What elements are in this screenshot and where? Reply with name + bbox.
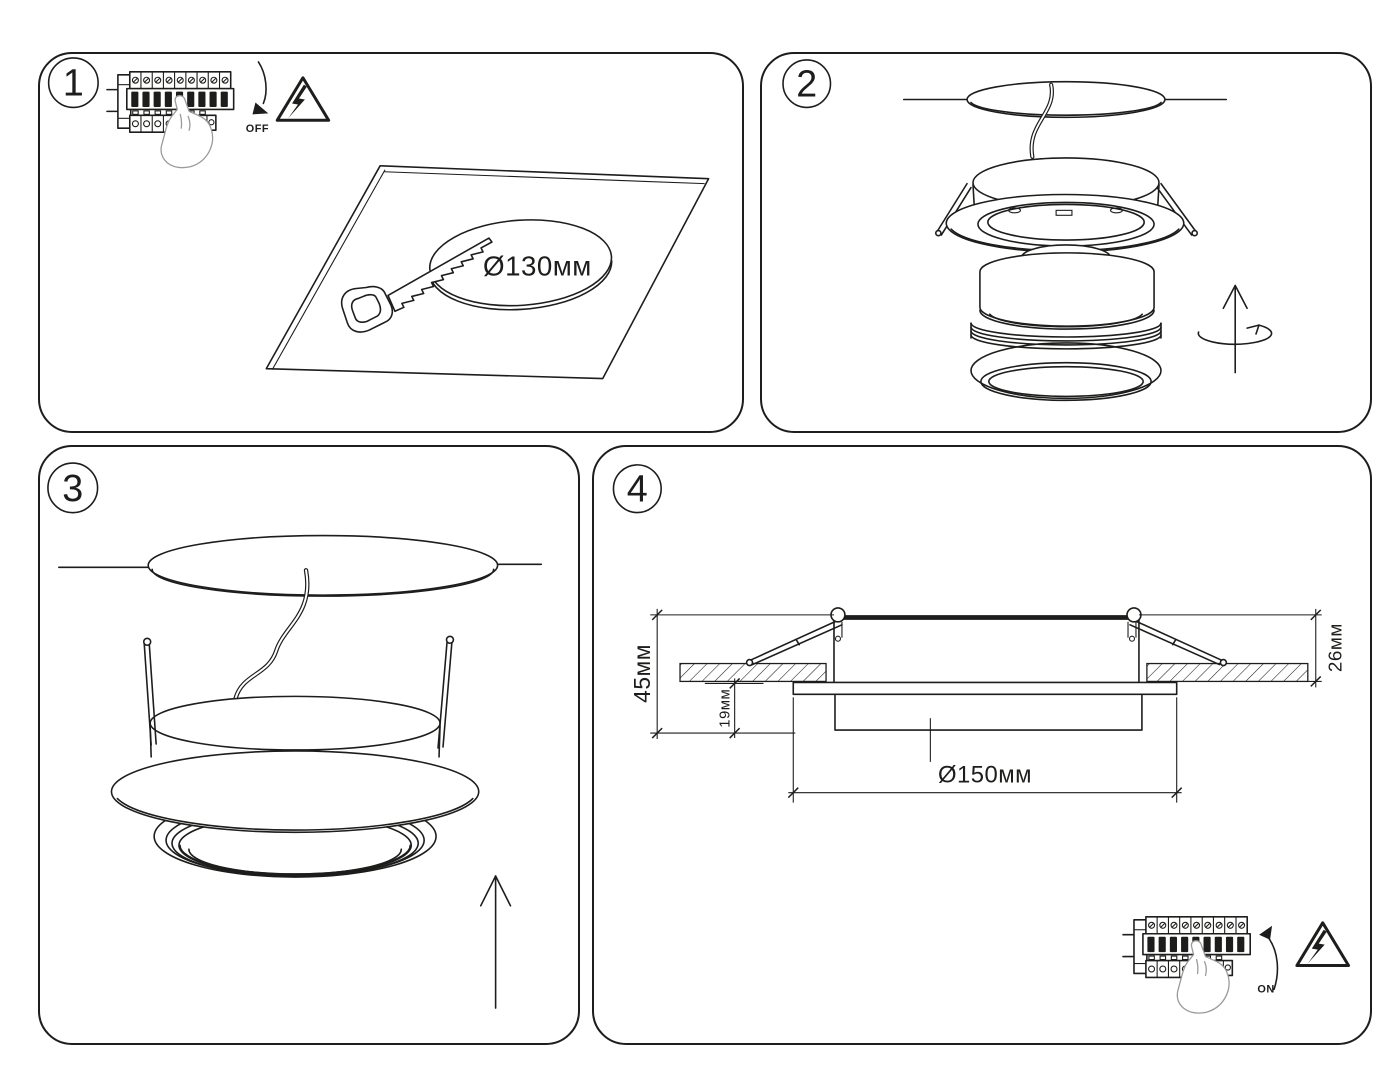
dim-above-ceiling-label: 26мм <box>1325 623 1346 672</box>
dimension-19mm: 19мм <box>704 677 764 739</box>
fixture-body-section <box>833 615 1140 685</box>
step-3-number: 3 <box>62 467 83 509</box>
off-label: OFF <box>246 123 269 135</box>
lamp-module-illustration <box>979 244 1155 330</box>
step-3-panel: 3 <box>38 445 580 1045</box>
terminal-screws-top <box>131 76 229 84</box>
lamp-module-section <box>834 693 1143 731</box>
switch-off-arrow <box>252 61 269 115</box>
circuit-breaker-illustration <box>1122 916 1251 1014</box>
ceiling-slab-right <box>1146 662 1309 683</box>
supply-wire <box>1029 82 1054 159</box>
ceiling-slab-left <box>679 662 827 683</box>
spring-arm-left <box>745 619 843 667</box>
dimension-26mm: 26мм <box>1138 608 1346 688</box>
hand-pointer <box>1176 940 1230 1014</box>
spring-arm-right <box>1129 619 1228 667</box>
mounting-ring-illustration <box>934 157 1198 253</box>
step-2-number-badge: 2 <box>782 59 832 109</box>
electric-shock-warning-icon <box>1295 921 1351 968</box>
hand-pointer <box>160 94 214 169</box>
push-up-arrow <box>479 875 512 1009</box>
spring-clip-right <box>437 635 455 749</box>
step-1-panel: 1 <box>38 52 744 433</box>
step-1-number: 1 <box>63 62 84 104</box>
ceiling-hole-illustration <box>902 80 1228 119</box>
trim-ring-illustration <box>970 322 1162 402</box>
step-4-panel: 4 <box>592 445 1372 1045</box>
supply-wire <box>233 568 310 701</box>
dim-recess-depth-label: 19мм <box>718 689 734 728</box>
ceiling-hole-illustration <box>58 534 543 597</box>
trim-flange-section <box>792 681 1178 696</box>
step-2-panel: 2 <box>760 52 1372 433</box>
twist-install-arrow <box>1197 284 1273 374</box>
ceiling-tile-illustration: Ø130мм <box>265 165 710 380</box>
switch-on-arrow <box>1259 925 1279 991</box>
downlight-assembled-illustration <box>110 635 480 878</box>
step-2-number: 2 <box>796 63 817 105</box>
dim-overall-height-label: 45мм <box>629 644 655 703</box>
step-4-number-badge: 4 <box>612 464 662 514</box>
dimension-150mm: Ø150мм <box>787 697 1183 803</box>
spring-clip-left <box>142 637 157 746</box>
cutout-diameter-label: Ø130мм <box>483 251 592 282</box>
hole-saw-icon <box>340 237 493 333</box>
step-1-number-badge: 1 <box>47 57 99 109</box>
step-4-number: 4 <box>627 468 648 510</box>
dim-cutout-diameter-label: Ø150мм <box>938 762 1032 789</box>
cross-section-drawing <box>679 607 1309 762</box>
step-3-number-badge: 3 <box>47 462 99 514</box>
dimension-45mm: 45мм <box>629 608 834 740</box>
electric-shock-warning-icon <box>275 76 331 122</box>
on-label: ON <box>1257 983 1274 995</box>
